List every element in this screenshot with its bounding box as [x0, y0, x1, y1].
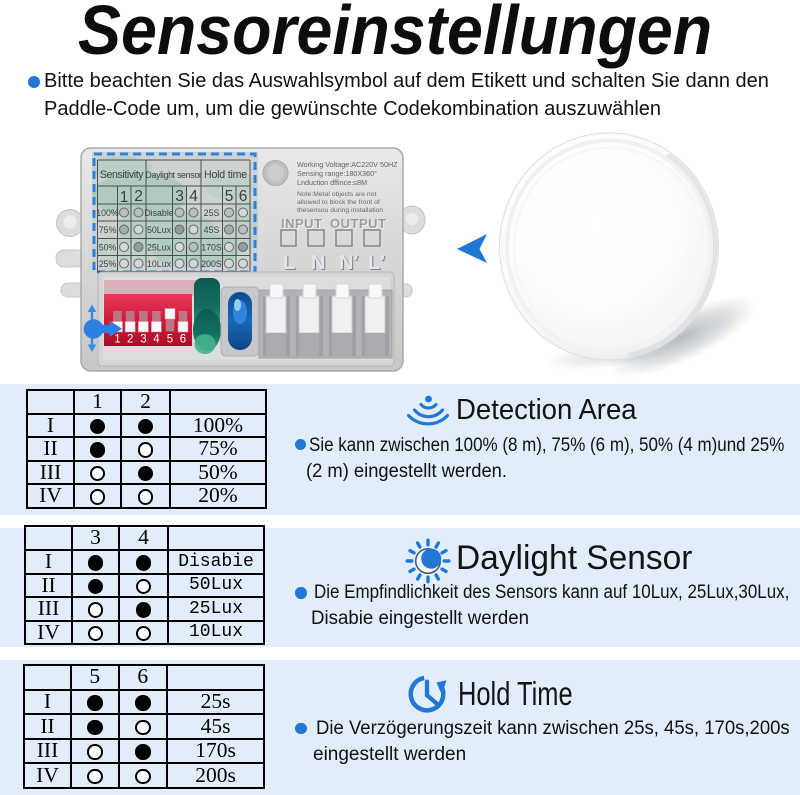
- svg-text:5: 5: [225, 188, 234, 205]
- svg-text:L: L: [283, 252, 295, 274]
- svg-text:4: 4: [153, 334, 160, 346]
- svg-text:L′: L′: [368, 252, 385, 274]
- svg-text:75%: 75%: [99, 225, 117, 235]
- svg-text:5: 5: [167, 334, 173, 346]
- svg-text:25Lux: 25Lux: [147, 243, 172, 253]
- svg-text:25%: 25%: [99, 259, 117, 269]
- svg-text:45S: 45S: [204, 225, 220, 235]
- svg-text:100%: 100%: [96, 208, 119, 218]
- svg-text:200S: 200S: [201, 259, 222, 269]
- svg-text:OUTPUT: OUTPUT: [330, 216, 386, 231]
- svg-text:INPUT: INPUT: [282, 217, 324, 232]
- svg-text:L′: L′: [369, 253, 386, 275]
- svg-text:Disable: Disable: [144, 208, 173, 218]
- svg-text:3: 3: [175, 188, 184, 205]
- svg-text:thesensou during installation: thesensou during installation: [297, 207, 383, 214]
- svg-text:OUTPUT: OUTPUT: [331, 217, 387, 232]
- svg-text:2: 2: [127, 334, 133, 346]
- svg-text:N′: N′: [340, 253, 359, 275]
- svg-text:Lnduction dffince:≤8M: Lnduction dffince:≤8M: [297, 178, 367, 187]
- svg-text:50%: 50%: [99, 243, 117, 253]
- svg-text:Daylight sensor: Daylight sensor: [145, 170, 201, 180]
- svg-text:170S: 170S: [201, 243, 222, 253]
- svg-text:N: N: [311, 252, 325, 274]
- svg-text:50Lux: 50Lux: [147, 225, 172, 235]
- svg-text:6: 6: [180, 334, 186, 346]
- svg-text:1: 1: [114, 334, 120, 346]
- svg-text:Note:Metal objects are not: Note:Metal objects are not: [297, 191, 376, 198]
- svg-text:2: 2: [134, 188, 143, 205]
- svg-text:Sensing range:180X360°: Sensing range:180X360°: [297, 169, 377, 178]
- svg-text:N: N: [312, 253, 326, 275]
- svg-text:4: 4: [189, 188, 198, 205]
- svg-text:3: 3: [140, 334, 146, 346]
- svg-text:6: 6: [239, 188, 248, 205]
- svg-text:Working Voltage:AC220V 50HZ: Working Voltage:AC220V 50HZ: [297, 160, 398, 169]
- svg-text:INPUT: INPUT: [281, 216, 323, 231]
- svg-text:Sensitivity: Sensitivity: [100, 169, 144, 181]
- svg-text:allowed to block the front of: allowed to block the front of: [297, 199, 380, 206]
- svg-text:1: 1: [120, 189, 129, 206]
- svg-text:L: L: [284, 253, 296, 275]
- svg-text:Hold time: Hold time: [204, 169, 247, 181]
- svg-text:10Lux: 10Lux: [147, 259, 172, 269]
- svg-text:N′: N′: [339, 252, 358, 274]
- svg-text:25S: 25S: [204, 208, 220, 218]
